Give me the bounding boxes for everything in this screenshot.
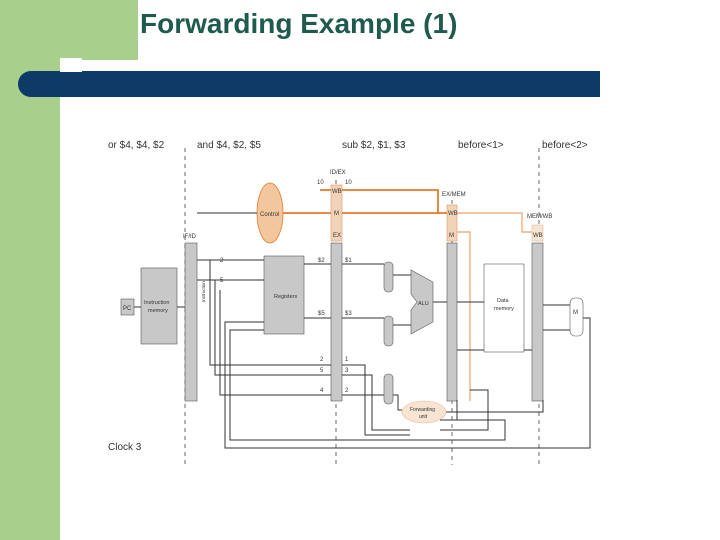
mux-wb-label: M [573, 310, 578, 316]
idex-wb: WB [332, 189, 342, 195]
idex-m: M [334, 211, 339, 217]
stage-label-or: or $4, $4, $2 [108, 140, 165, 151]
control-label: Control [260, 212, 279, 218]
val-10-right: 10 [345, 180, 352, 186]
exmem-m: M [449, 233, 454, 239]
mem-wb-register [531, 242, 544, 402]
forwarding-line2: unit [419, 414, 428, 420]
field-2b: 2 [320, 357, 324, 363]
alu-label: ALU [418, 301, 429, 307]
stage-label-and: and $4, $2, $5 [197, 140, 261, 151]
sidebar-tab [60, 0, 138, 60]
reg-ex-mem: EX/MEM [442, 192, 466, 198]
pc-label: PC [123, 306, 132, 312]
instruction-memory [140, 267, 178, 345]
ex-mem-register [446, 242, 458, 402]
registers-block [263, 255, 305, 335]
instr-mem-line1: Instruction [144, 300, 169, 306]
field-2c: 2 [345, 388, 349, 394]
reg-id-ex: ID/EX [330, 170, 346, 176]
field-4: 4 [320, 388, 324, 394]
mux-c [383, 373, 394, 405]
field-5b: 5 [320, 368, 324, 374]
idex-ex: EX [333, 233, 341, 239]
stage-label-sub: sub $2, $1, $3 [342, 140, 406, 151]
stage-label-before2: before<2> [542, 140, 588, 151]
data-mem-line2: memory [494, 306, 514, 312]
datapath-wires [134, 212, 591, 449]
control-wires-light [457, 212, 532, 401]
ex-mem-control-block [446, 204, 458, 242]
field-3: 3 [345, 368, 349, 374]
val-10-left: 10 [317, 180, 324, 186]
reg-if-id: IF/ID [183, 234, 197, 240]
exmem-wb: WB [448, 211, 458, 217]
slide-title: Forwarding Example (1) [140, 8, 458, 39]
if-id-register [184, 242, 198, 402]
reg-val-5: $5 [318, 311, 325, 317]
instruction-label: Instruction [201, 281, 206, 302]
mux-b [383, 315, 394, 347]
forwarding-unit [401, 400, 447, 424]
forwarding-line1: Forwarding [410, 407, 435, 413]
reg-val-1: $1 [345, 258, 352, 264]
bar-notch [60, 58, 82, 72]
reg-mem-wb: MEM/WB [527, 214, 552, 220]
data-mem-line1: Data [497, 298, 510, 304]
memwb-wb: WB [533, 233, 543, 239]
mux-a [383, 261, 394, 293]
clock-label: Clock 3 [108, 442, 142, 453]
id-ex-register [330, 242, 343, 402]
field-5a: 5 [220, 278, 224, 284]
alu [410, 269, 434, 335]
reg-val-2: $2 [318, 258, 325, 264]
registers-label: Registers [274, 294, 297, 300]
data-memory [483, 263, 525, 353]
mem-wb-control-block [531, 224, 544, 242]
control-wires [283, 189, 447, 214]
reg-val-3: $3 [345, 311, 352, 317]
mux-wb [569, 297, 584, 337]
field-2a: 2 [220, 258, 224, 264]
field-1: 1 [345, 357, 349, 363]
instr-mem-line2: memory [148, 308, 168, 314]
stage-label-before1: before<1> [458, 140, 504, 151]
header-bar [18, 71, 600, 97]
